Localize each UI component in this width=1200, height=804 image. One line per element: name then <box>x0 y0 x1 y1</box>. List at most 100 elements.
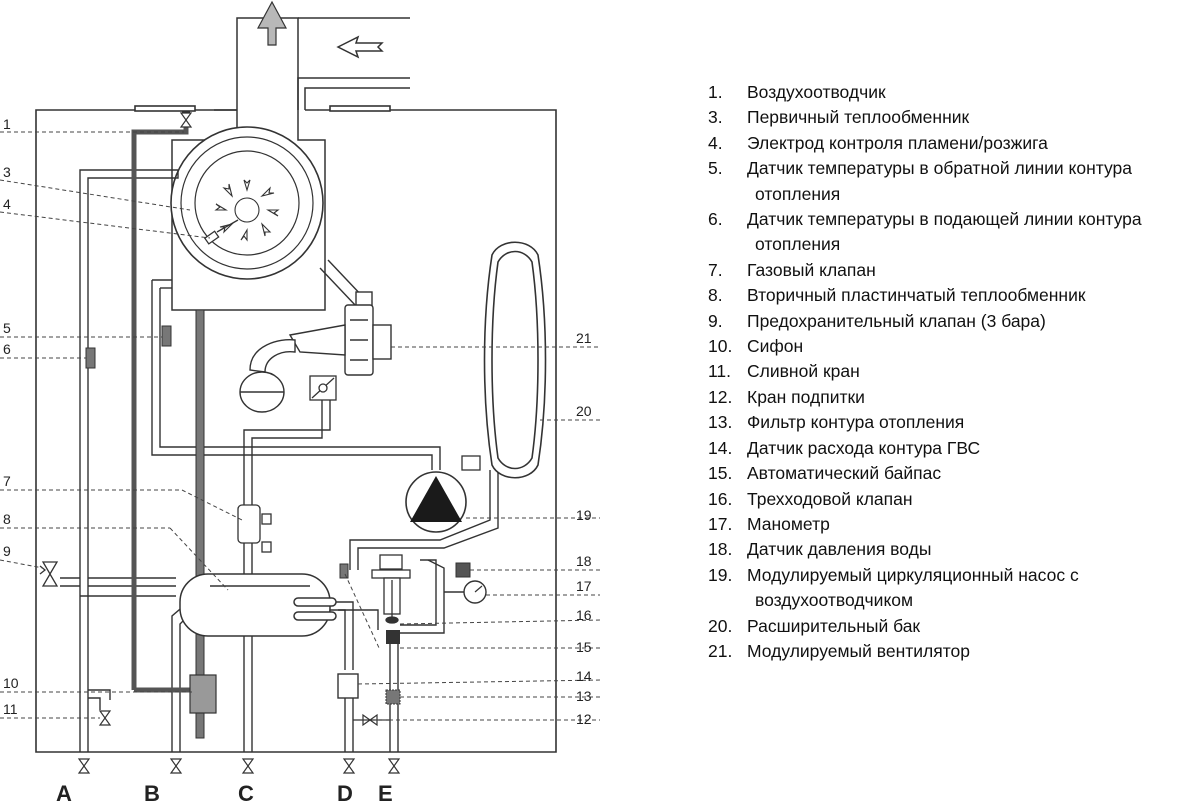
callout-3: 3 <box>3 164 11 180</box>
legend-item-text: Кран подпитки <box>747 386 865 407</box>
dhw-flow-sensor <box>337 673 359 699</box>
legend-item-text: Датчик давления воды <box>747 539 932 560</box>
leader-lines-left <box>0 131 243 719</box>
automatic-bypass <box>386 630 400 644</box>
legend-item: 7.Газовый клапан <box>708 258 1198 283</box>
legend-item: 20. Расширительный бак <box>708 614 1198 639</box>
callout-12: 12 <box>576 711 592 727</box>
legend-item-number: 6. <box>708 209 723 230</box>
legend-item-number: 14. <box>708 437 733 458</box>
legend-item-number: 20. <box>708 615 733 636</box>
legend-item-text: Датчик расхода контура ГВС <box>747 437 981 458</box>
legend-item: 13. Фильтр контура отопления <box>708 410 1198 435</box>
legend-item-number: 16. <box>708 488 733 509</box>
callout-14: 14 <box>576 668 592 684</box>
legend-item-text-continued: отопления <box>755 234 841 255</box>
exhaust-arrow-icon <box>256 0 288 46</box>
connection-e-label: E <box>378 781 393 804</box>
legend-item-number: 5. <box>708 158 723 179</box>
legend-item-number: 7. <box>708 259 723 280</box>
plate-heat-exchanger <box>179 573 337 637</box>
callout-8: 8 <box>3 511 11 527</box>
gas-pipe <box>131 124 205 739</box>
flue-duct <box>214 17 410 111</box>
legend-item-text: Вторичный пластинчатый теплообменник <box>747 285 1086 306</box>
callouts-right: 21 20 19 18 17 16 15 14 13 12 <box>576 330 592 727</box>
legend-item-text-continued: отопления <box>755 183 841 204</box>
callout-17: 17 <box>576 578 592 594</box>
legend-item: 3. Первичный теплообменник <box>708 105 1198 130</box>
legend-item: 12.Кран подпитки <box>708 385 1198 410</box>
legend-item-number: 8. <box>708 285 723 306</box>
legend-item-number: 3. <box>708 107 723 128</box>
legend-item: 21.Модулируемый вентилятор <box>708 639 1198 664</box>
air-intake-arrow-icon <box>336 35 384 59</box>
legend-item-number: 18. <box>708 539 733 560</box>
connection-b-label: B <box>144 781 160 804</box>
gas-mixing-valve-icon <box>309 375 337 401</box>
expansion-tank <box>483 241 547 479</box>
legend-item-number: 13. <box>708 412 733 433</box>
callout-18: 18 <box>576 553 592 569</box>
legend-item-text: Электрод контроля пламени/розжига <box>747 132 1048 153</box>
legend-item-text: Фильтр контура отопления <box>747 412 965 433</box>
legend-item-text: Расширительный бак <box>747 615 921 636</box>
connection-valves <box>78 758 400 774</box>
legend-item: 5. Датчик температуры в обратной линии ко… <box>708 156 1198 207</box>
legend-item-number: 21. <box>708 640 733 661</box>
leader-lines-right <box>344 346 601 721</box>
legend-item-number: 10. <box>708 336 733 357</box>
heating-filter <box>385 689 401 705</box>
legend-item-number: 11. <box>708 361 732 382</box>
burner-flame-icon <box>214 179 280 242</box>
legend-item: 9.Предохранительный клапан (3 бара) <box>708 309 1198 334</box>
legend-item: 14. Датчик расхода контура ГВС <box>708 436 1198 461</box>
air-vent-icon <box>180 111 192 128</box>
gas-valve-icon <box>237 504 272 553</box>
connection-labels: A B C D E <box>56 781 393 804</box>
callout-1: 1 <box>3 116 11 132</box>
legend-item: 16.Трехходовой клапан <box>708 487 1198 512</box>
connection-a-label: A <box>56 781 72 804</box>
legend-item-text: Датчик температуры в подающей линии конт… <box>747 209 1142 230</box>
legend-item-text: Первичный теплообменник <box>747 107 970 128</box>
air-gas-mixer-icon <box>239 324 346 413</box>
legend-item-text-continued: воздухоотводчиком <box>755 590 914 611</box>
callout-13: 13 <box>576 688 592 704</box>
callout-4: 4 <box>3 196 11 212</box>
callout-19: 19 <box>576 507 592 523</box>
legend-item: 10. Сифон <box>708 334 1198 359</box>
legend-item: 4. Электрод контроля пламени/розжига <box>708 131 1198 156</box>
legend-item-text: Модулируемый циркуляционный насос с <box>747 564 1079 585</box>
heating-pipes <box>60 169 499 752</box>
callout-10: 10 <box>3 675 19 691</box>
ignition-electrode-icon <box>203 219 239 245</box>
legend-item: 15.Автоматический байпас <box>708 461 1198 486</box>
legend-item-number: 4. <box>708 132 723 153</box>
legend-item: 18. Датчик давления воды <box>708 537 1198 562</box>
connection-c-label: C <box>238 781 254 804</box>
supply-temp-sensor <box>85 347 96 369</box>
manometer-icon <box>444 580 487 604</box>
three-way-valve-icon <box>371 554 411 624</box>
drain-valve-icon <box>99 710 111 726</box>
legend-item-text: Предохранительный клапан (3 бара) <box>747 310 1046 331</box>
boiler-casing <box>35 105 557 753</box>
callout-6: 6 <box>3 341 11 357</box>
legend-item-text: Датчик температуры в обратной линии конт… <box>747 158 1133 179</box>
legend-item-number: 19. <box>708 564 733 585</box>
legend-item: 17.Манометр <box>708 512 1198 537</box>
callout-9: 9 <box>3 543 11 559</box>
legend-item: 11. Сливной кран <box>708 359 1198 384</box>
legend-item-text: Сливной кран <box>747 361 860 382</box>
callout-21: 21 <box>576 330 592 346</box>
callout-7: 7 <box>3 473 11 489</box>
callout-15: 15 <box>576 639 592 655</box>
safety-valve-icon <box>39 561 59 587</box>
callout-16: 16 <box>576 607 592 623</box>
component-legend: 1.Воздухоотводчик 3.Первичный теплообмен… <box>708 80 1198 664</box>
connection-d-label: D <box>337 781 353 804</box>
legend-item-text: Сифон <box>747 336 804 357</box>
legend-item: 19. Модулируемый циркуляционный насос с во… <box>708 563 1198 614</box>
